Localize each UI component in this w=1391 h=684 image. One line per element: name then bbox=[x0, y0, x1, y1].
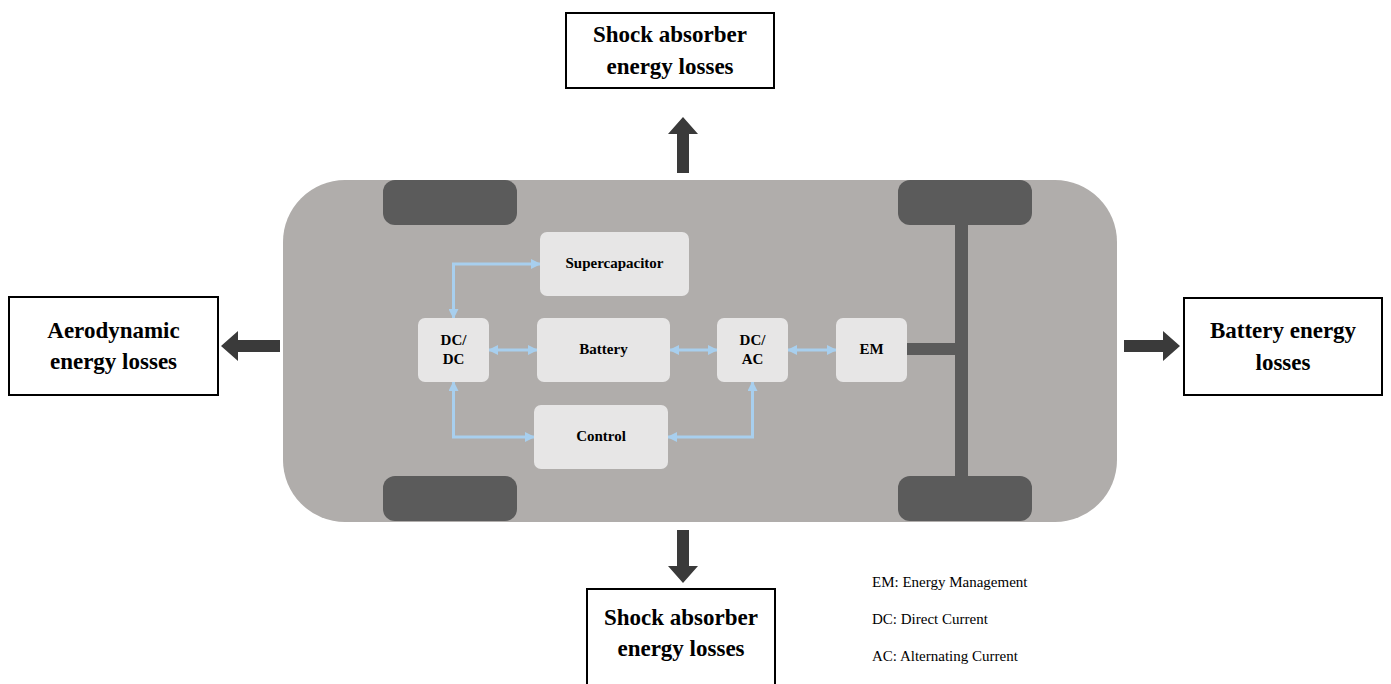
node-label: Control bbox=[576, 427, 626, 447]
node-label: Battery energy losses bbox=[1195, 315, 1371, 377]
loss-arrow bbox=[1124, 331, 1180, 361]
loss-arrow bbox=[668, 530, 698, 583]
abbreviation-note: DC: Direct Current bbox=[872, 611, 988, 628]
node-label: DC/ AC bbox=[736, 331, 769, 370]
component-box: EM bbox=[836, 318, 907, 382]
node-label: DC/ DC bbox=[437, 331, 470, 370]
power-connector bbox=[670, 349, 717, 352]
component-box: DC/ AC bbox=[717, 318, 788, 382]
loss-box: Shock absorber energy losses bbox=[586, 588, 776, 684]
loss-arrow bbox=[221, 331, 280, 361]
power-connector bbox=[454, 382, 535, 437]
node-label: EM bbox=[859, 340, 883, 360]
node-label: Supercapacitor bbox=[565, 254, 663, 274]
node-label: Shock absorber energy losses bbox=[598, 602, 764, 664]
loss-arrow bbox=[668, 117, 698, 173]
loss-box: Battery energy losses bbox=[1183, 297, 1383, 396]
component-box: DC/ DC bbox=[418, 318, 489, 382]
wheel bbox=[383, 180, 517, 225]
component-box: Supercapacitor bbox=[540, 232, 689, 296]
wheel bbox=[383, 476, 517, 521]
car-body bbox=[283, 180, 1117, 522]
abbreviation-note: AC: Alternating Current bbox=[872, 648, 1018, 665]
component-box: Battery bbox=[537, 318, 670, 382]
loss-box: Aerodynamic energy losses bbox=[8, 296, 219, 396]
power-connector bbox=[454, 264, 541, 318]
power-connector bbox=[668, 382, 753, 437]
power-connector bbox=[489, 349, 537, 352]
loss-box: Shock absorber energy losses bbox=[565, 12, 775, 89]
node-label: Shock absorber energy losses bbox=[577, 19, 763, 81]
drive-shaft bbox=[904, 343, 960, 355]
node-label: Battery bbox=[579, 340, 627, 360]
component-box: Control bbox=[534, 405, 668, 469]
abbreviation-note: EM: Energy Management bbox=[872, 574, 1028, 591]
power-connector bbox=[788, 349, 836, 352]
node-label: Aerodynamic energy losses bbox=[20, 315, 207, 377]
